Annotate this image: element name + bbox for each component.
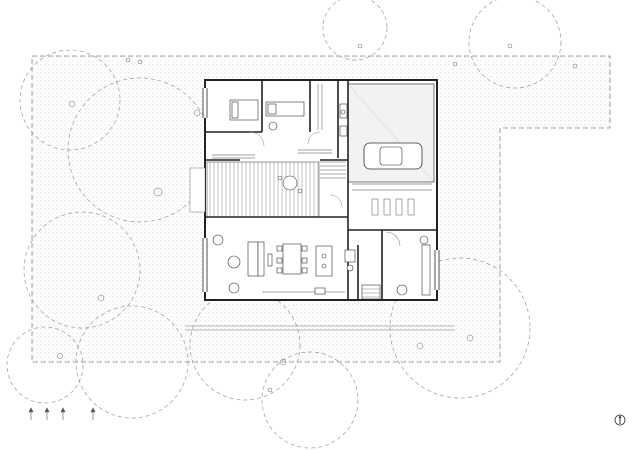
terrace-deck [189, 161, 320, 218]
windows [202, 88, 440, 292]
shrubs [57, 43, 578, 393]
tree-canopies [6, 0, 562, 449]
bedroom-3 [385, 231, 431, 296]
interior-walls [205, 80, 437, 300]
carport [347, 83, 435, 216]
living-dining-kitchen [212, 234, 345, 295]
bathroom-top [339, 103, 348, 137]
north-arrow-icon [614, 414, 626, 426]
scale-bar-ticks [28, 407, 96, 420]
bathroom-bottom [344, 249, 381, 300]
bedroom-1 [229, 84, 323, 131]
hall [212, 131, 346, 208]
car-icon [363, 142, 423, 170]
